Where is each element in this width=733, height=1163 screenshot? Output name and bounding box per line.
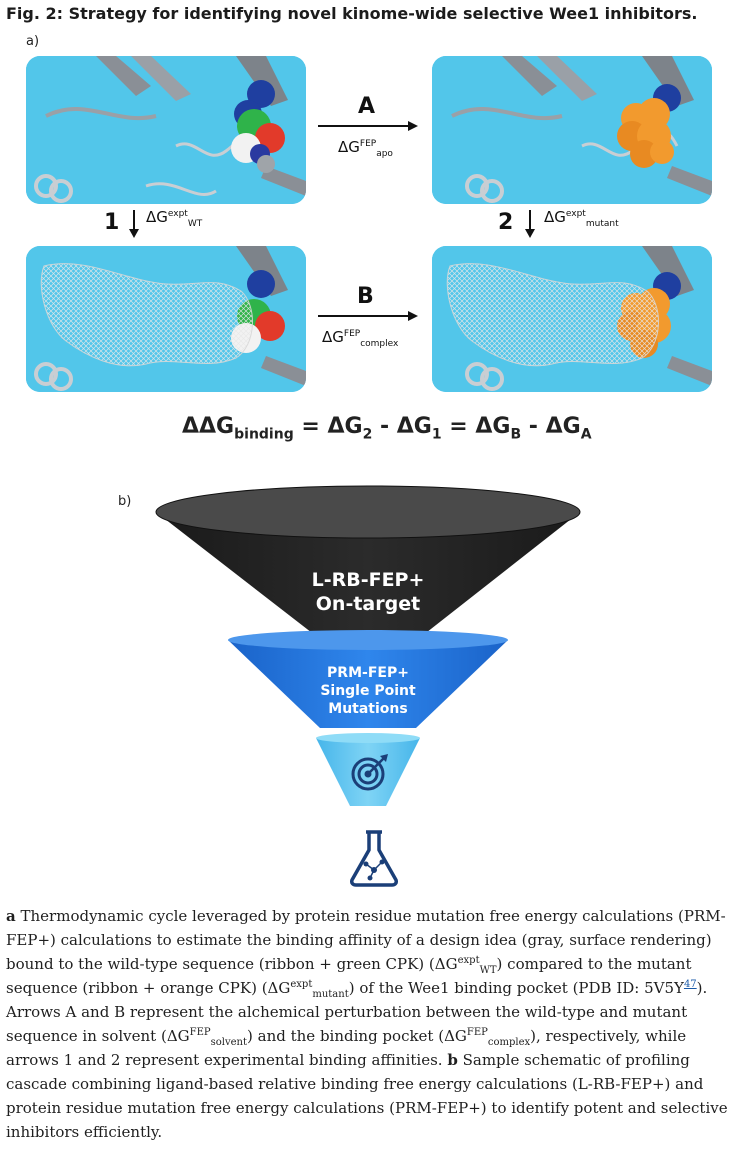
caption-a-label: a: [6, 907, 16, 925]
arrow-1-number: 1: [104, 210, 119, 235]
reference-link[interactable]: 47: [684, 979, 697, 990]
arrow-a-label: ΔGFEPapo: [338, 138, 393, 159]
arrow-a: [318, 120, 418, 132]
arrow-a-letter: A: [358, 94, 375, 119]
target-icon: [350, 752, 390, 792]
arrow-b-letter: B: [357, 284, 374, 309]
caption-b-label: b: [447, 1051, 458, 1069]
arrow-1-label: ΔGexptWT: [146, 208, 202, 229]
flask-icon: [348, 828, 400, 888]
structure-mutant-complex-image: [432, 246, 712, 392]
structure-wt-apo-image: [26, 56, 306, 204]
figure-caption: a Thermodynamic cycle leveraged by prote…: [6, 904, 728, 1144]
arrow-2-number: 2: [498, 210, 513, 235]
arrow-1: [128, 210, 140, 238]
arrow-b: [318, 310, 418, 322]
structure-wt-complex-image: [26, 246, 306, 392]
binding-equation: ΔΔGbinding = ΔG2 - ΔG1 = ΔGB - ΔGA: [182, 414, 592, 442]
top-stage-label: L-RB-FEP+ On-target: [268, 568, 468, 616]
figure-title: Fig. 2: Strategy for identifying novel k…: [6, 4, 697, 23]
panel-a-label: a): [26, 34, 39, 49]
arrow-b-label: ΔGFEPcomplex: [322, 328, 398, 349]
structure-mutant-apo-image: [432, 56, 712, 204]
middle-stage-label: PRM-FEP+ Single Point Mutations: [288, 664, 448, 718]
arrow-2-label: ΔGexptmutant: [544, 208, 619, 229]
panel-b-label: b): [118, 494, 131, 509]
arrow-2: [524, 210, 536, 238]
